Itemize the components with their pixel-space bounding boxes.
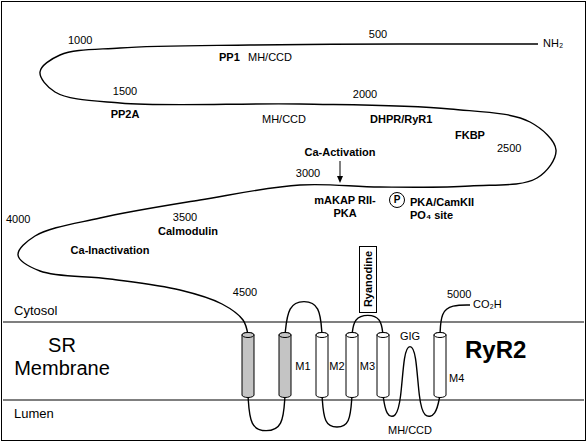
helix-cap bbox=[346, 333, 358, 338]
binding-site-label: Ca-Inactivation bbox=[71, 244, 150, 257]
helix-body bbox=[316, 333, 328, 398]
helix-cylinder bbox=[377, 333, 389, 398]
helix-cylinder bbox=[279, 333, 291, 398]
residue-number: 500 bbox=[369, 28, 387, 41]
helix-label: M3 bbox=[360, 360, 375, 373]
ligand-box: Ryanodine bbox=[359, 246, 377, 313]
protein-chain bbox=[18, 44, 556, 335]
binding-site-label: Ca-Activation bbox=[305, 146, 376, 159]
binding-site-label: PP2A bbox=[111, 108, 140, 121]
helix-body bbox=[377, 333, 389, 398]
helix-cap bbox=[316, 333, 328, 338]
protein-loop bbox=[248, 395, 285, 431]
helix-body bbox=[434, 333, 446, 398]
region-label: Cytosol bbox=[14, 304, 57, 319]
residue-number: 1500 bbox=[113, 85, 137, 98]
protein-loop bbox=[383, 347, 440, 417]
helix-cylinder bbox=[434, 333, 446, 398]
protein-loop bbox=[440, 305, 470, 335]
motif-label: GIG bbox=[400, 330, 420, 343]
domain-label: MH/CCD bbox=[262, 113, 306, 126]
residue-number: 1000 bbox=[68, 34, 92, 47]
helix-label: M2 bbox=[329, 360, 344, 373]
helix-cap bbox=[377, 333, 389, 338]
helix-cap bbox=[242, 333, 254, 338]
helix-cylinder bbox=[316, 333, 328, 398]
helix-body bbox=[346, 333, 358, 398]
protein-loop bbox=[322, 395, 352, 427]
binding-site-label: Calmodulin bbox=[158, 225, 218, 238]
node-text: P bbox=[394, 194, 401, 206]
helix-cylinder bbox=[242, 333, 254, 398]
residue-number: 3500 bbox=[173, 211, 197, 224]
node-text: Ryanodine bbox=[362, 251, 375, 307]
pointer-head bbox=[337, 176, 343, 183]
phosphorylation-circle: P bbox=[389, 192, 405, 208]
residue-number: 3000 bbox=[296, 167, 320, 180]
domain-label: MH/CCD bbox=[388, 424, 432, 437]
binding-site-label: PP1 bbox=[219, 51, 240, 64]
helix-cap bbox=[279, 333, 291, 338]
membrane-line bbox=[3, 321, 584, 322]
protein-name: RyR2 bbox=[465, 336, 526, 364]
binding-site-label: mAKAP RII-PKA bbox=[314, 194, 376, 219]
pointer-line bbox=[340, 161, 341, 178]
region-label: Lumen bbox=[14, 407, 54, 422]
binding-site-label: FKBP bbox=[455, 129, 485, 142]
residue-number: 2000 bbox=[353, 88, 377, 101]
terminus-label: CO₂H bbox=[473, 298, 502, 311]
binding-site-label: DHPR/RyR1 bbox=[370, 113, 432, 126]
helix-body bbox=[279, 333, 291, 398]
helix-label: M4 bbox=[449, 372, 464, 385]
helix-body bbox=[242, 333, 254, 398]
helix-label: M1 bbox=[295, 360, 310, 373]
helix-cap bbox=[434, 333, 446, 338]
region-label: SR Membrane bbox=[7, 334, 117, 380]
domain-label: MH/CCD bbox=[248, 51, 292, 64]
membrane-line bbox=[3, 399, 584, 400]
protein-loop bbox=[285, 302, 322, 335]
helix-cylinder bbox=[346, 333, 358, 398]
residue-number: 5000 bbox=[447, 288, 471, 301]
binding-site-label: PKA/CamKII PO₄ site bbox=[410, 196, 494, 221]
residue-number: 2500 bbox=[497, 142, 521, 155]
residue-number: 4000 bbox=[6, 213, 30, 226]
terminus-label: NH₂ bbox=[543, 37, 563, 50]
residue-number: 4500 bbox=[233, 286, 257, 299]
protein-loop bbox=[352, 315, 383, 335]
